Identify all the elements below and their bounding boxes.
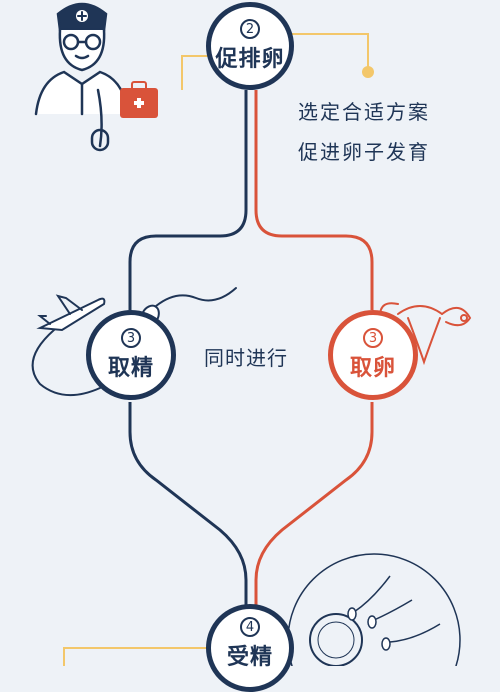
concurrent-label: 同时进行 [204, 346, 288, 370]
step-egg-number: 3 [363, 328, 383, 348]
note-dot [362, 66, 374, 78]
first-aid-kit-icon [120, 81, 158, 118]
note-connector [292, 33, 369, 70]
note-line-1: 选定合适方案 [298, 100, 430, 124]
step-fertilization-number: 4 [240, 617, 260, 637]
doctor-connector [181, 55, 212, 90]
step-egg-node: 3 取卵 [328, 310, 418, 400]
step-fertilization-node: 4 受精 [206, 604, 294, 692]
airplane-icon [31, 294, 106, 397]
bottom-connector [63, 647, 208, 666]
flow-lines [31, 2, 472, 666]
step-sperm-number: 3 [121, 328, 141, 348]
top-navy-line [128, 90, 248, 310]
step-ovulation-node: 2 促排卵 [206, 2, 294, 90]
step-ovulation-number: 2 [240, 19, 260, 39]
petri-dish-icon [287, 553, 461, 666]
note-line-2: 促进卵子发育 [298, 140, 430, 164]
ivf-flow-diagram: 2 促排卵 选定合适方案 促进卵子发育 3 取精 同时进行 3 取卵 4 受精 [31, 2, 472, 692]
step-fertilization-label: 受精 [226, 645, 273, 670]
step-sperm-node: 3 取精 [86, 310, 176, 400]
top-red-line [254, 90, 374, 310]
doctor-icon [34, 2, 130, 152]
step-ovulation-label: 促排卵 [215, 47, 285, 72]
step-sperm-label: 取精 [107, 356, 154, 381]
step-egg-label: 取卵 [349, 356, 396, 381]
right-red-line [254, 402, 374, 612]
left-navy-line [128, 402, 248, 612]
